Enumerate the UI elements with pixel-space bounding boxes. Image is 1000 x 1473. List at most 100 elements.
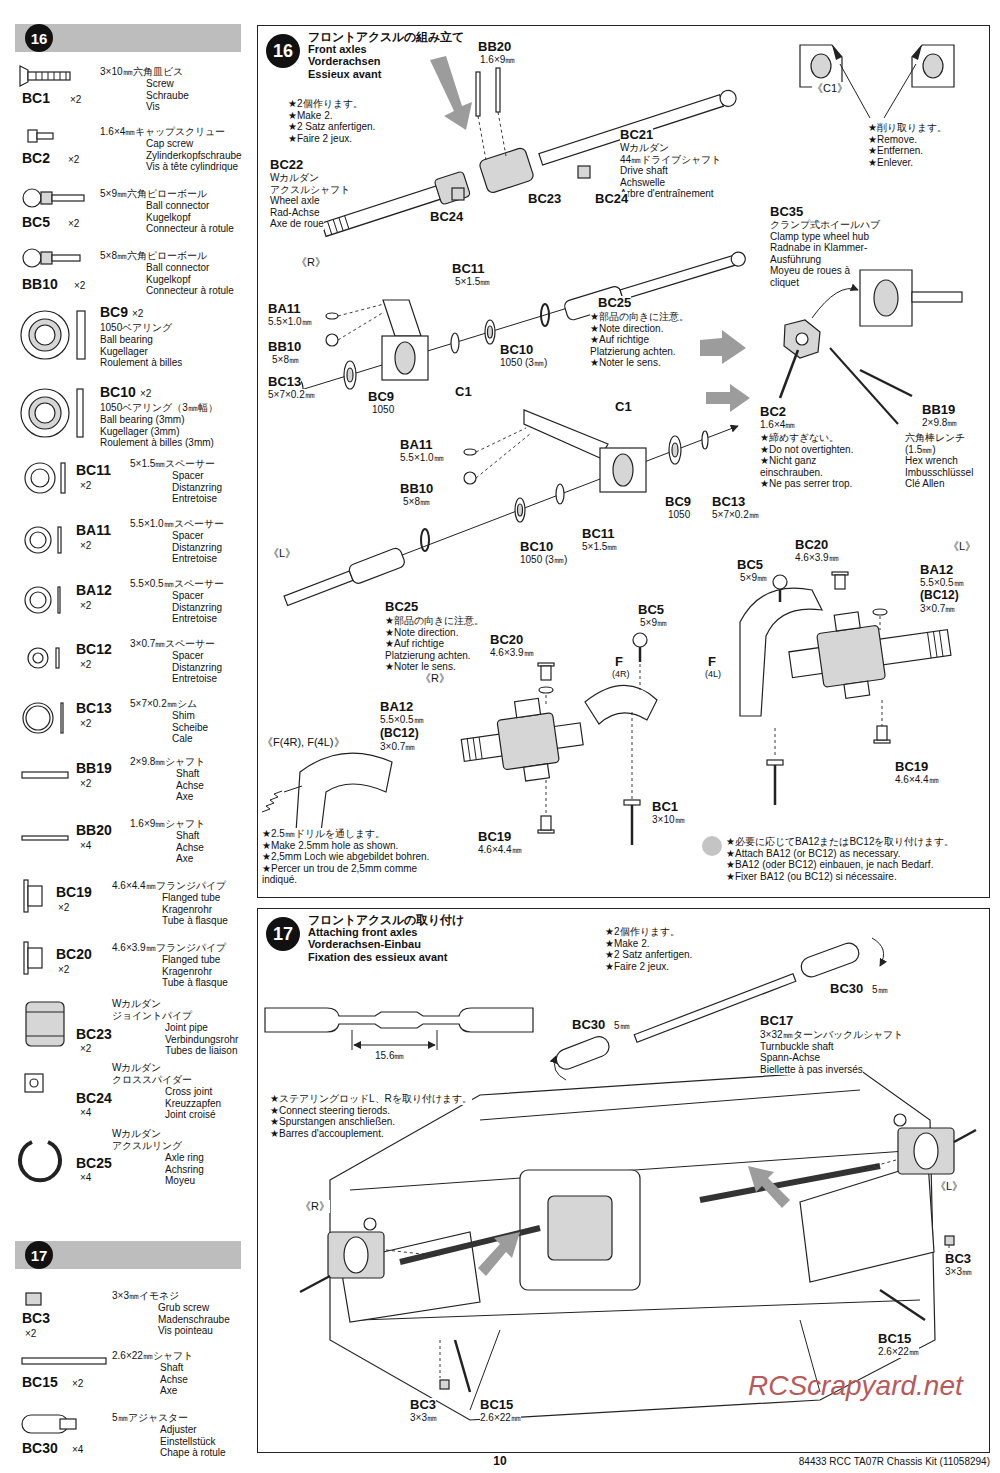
right-axle-exploded (382, 336, 428, 380)
part-icons (30, 532, 46, 548)
note-text: 3×10㎜六角皿ビス (100, 66, 183, 78)
note-text: 5×8㎜ (272, 354, 299, 366)
part-icons (26, 1002, 64, 1046)
note-text: Screw (146, 78, 174, 90)
upright-right (541, 666, 551, 680)
note-text: Axle ring (165, 1152, 204, 1164)
note-text: ★Auf richtige (385, 638, 444, 650)
note-text: ★Connect steering tierods. (270, 1105, 390, 1117)
note-text: 3×10㎜ (652, 814, 685, 826)
note-text: Vis à tête cylindrique (146, 161, 238, 173)
part-code: BA12 (380, 700, 413, 715)
part-code: BC9 (368, 390, 394, 405)
right-axle-exploded (347, 368, 353, 382)
part-code: BA12 (76, 582, 112, 598)
part-icons (60, 1419, 76, 1429)
note-text: ×4 (80, 1172, 91, 1184)
note-text: Shaft (176, 830, 199, 842)
note-text: Drive shaft (620, 165, 668, 177)
part-icons (22, 836, 68, 840)
note-text: Tube à flasque (162, 915, 228, 927)
note-text: ×2 (80, 600, 91, 612)
note-text: Imbusschlüssel (905, 467, 973, 479)
knuckle-trim-detail (800, 45, 954, 118)
note-text: ★Ne pas serrer trop. (760, 478, 852, 490)
part-icons (23, 703, 53, 733)
note-text: Achsring (165, 1164, 204, 1176)
part-code: BB10 (400, 482, 433, 497)
note-text: Turnbuckle shaft (760, 1041, 834, 1053)
chassis-illustration (700, 1166, 880, 1200)
note-text: 5×1.5㎜ (582, 541, 617, 553)
note-text: 1050 (668, 509, 690, 521)
part-icons (52, 195, 84, 201)
tie-rod-detail (352, 1030, 437, 1050)
note-text: Adjuster (160, 1424, 197, 1436)
part-code: BC5 (638, 603, 664, 618)
part-icons (41, 192, 52, 204)
note-text: ★締めすぎない。 (760, 432, 839, 444)
step-number-circle: 17 (25, 1241, 53, 1269)
note-text: ×2 (80, 778, 91, 790)
wheel-hub-detail (796, 333, 808, 345)
left-axle-exploded (556, 484, 564, 504)
knuckle-trim-detail (912, 45, 954, 87)
note-text: Shaft (160, 1362, 183, 1374)
part-code: BB19 (76, 760, 112, 776)
chassis-illustration (330, 1070, 935, 1420)
upright-right (585, 685, 657, 724)
turnbuckle-exploded (798, 940, 861, 979)
part-code: BC25 (385, 600, 418, 615)
note-text: Wカルダン (112, 998, 161, 1010)
left-axle-exploded (613, 454, 633, 486)
note-text: ★Barres d'accouplement. (270, 1128, 384, 1140)
drive-shaft-exploded (319, 56, 741, 246)
chassis-illustration (478, 1232, 520, 1276)
turnbuckle-exploded (798, 940, 861, 979)
front-knuckles (328, 1232, 384, 1278)
note-text: Axe de roue (270, 218, 324, 230)
part-code: BA11 (76, 522, 111, 538)
part-code: BC2 (760, 405, 786, 420)
note-text: ★Make 2. (288, 110, 333, 122)
note-text: ★Note direction. (590, 323, 663, 335)
part-code: BC20 (490, 633, 523, 648)
note-text: ★Faire 2 jeux. (605, 961, 669, 973)
part-icons (28, 886, 42, 906)
note-text: クロススパイダー (112, 1074, 192, 1086)
turnbuckle-exploded (553, 1034, 612, 1072)
front-knuckles (914, 1133, 938, 1169)
drive-shaft-exploded (478, 147, 534, 194)
step-number: 17 (31, 1247, 48, 1264)
part-icons (28, 130, 37, 142)
part-code: BC13 (712, 495, 745, 510)
left-axle-exploded (702, 431, 708, 449)
part-icons (23, 189, 41, 207)
note-text: Moyeu de roues à (770, 265, 850, 277)
part-icons (77, 311, 85, 359)
left-axle-exploded (285, 426, 738, 600)
upright-left (740, 572, 955, 805)
part-code: BC3 (22, 1310, 50, 1326)
left-axle-exploded (524, 410, 608, 458)
part-code: BC25 (76, 1155, 112, 1171)
part-code: BC11 (76, 462, 111, 478)
left-axle-exploded (600, 448, 646, 492)
front-knuckles (344, 1237, 368, 1273)
part-code: BA12 (920, 563, 953, 578)
front-knuckles (954, 1130, 976, 1142)
turnbuckle-exploded (872, 938, 884, 966)
note-text: アクスルシャフト (270, 184, 350, 196)
header-bar (15, 24, 241, 1269)
note-text: ★Fixer BA12 (ou BC12) si nécessaire. (726, 871, 897, 883)
note-text: ×4 (80, 840, 91, 852)
part-code: BC5 (22, 214, 50, 230)
note-text: 《L》 (268, 547, 296, 560)
note-text: 4.6×3.9㎜ (490, 647, 534, 659)
note-text: クランプ式ホイールハブ (770, 219, 880, 231)
upright-left (873, 609, 887, 615)
note-text: Entretoise (172, 673, 217, 685)
note-text: ×2 (140, 388, 151, 400)
part-code: BC30 (830, 982, 863, 997)
note-text: Arbre d'entraînement (620, 188, 714, 200)
